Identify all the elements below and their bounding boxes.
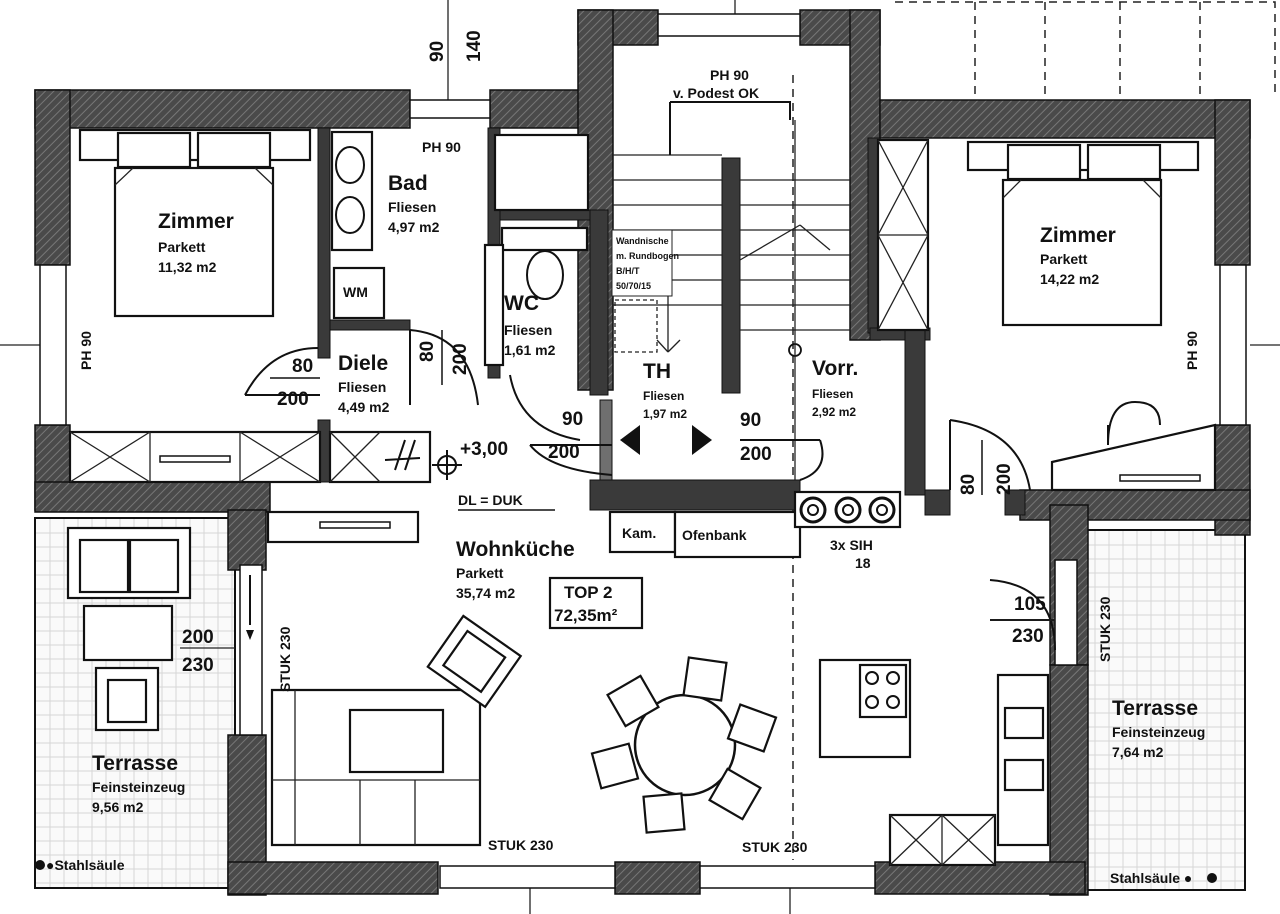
dim-terrace-right-105: 105 bbox=[1014, 594, 1046, 615]
stahlsaeule-right-label: Stahlsäule ● bbox=[1110, 870, 1192, 886]
diele-floor: Fliesen bbox=[338, 379, 386, 395]
terrasse-left-floor: Feinsteinzeug bbox=[92, 779, 185, 795]
vorr-area: 2,92 m2 bbox=[812, 405, 856, 419]
diele-area: 4,49 m2 bbox=[338, 399, 390, 415]
th-floor: Fliesen bbox=[643, 389, 684, 403]
terrace-furniture bbox=[35, 526, 1217, 883]
vorr-floor: Fliesen bbox=[812, 387, 853, 401]
stuk-left-label: STUK 230 bbox=[277, 626, 293, 692]
dim-wc-90: 90 bbox=[562, 409, 583, 430]
elevation-label: +3,00 bbox=[460, 439, 508, 460]
dim-vorr-200: 200 bbox=[994, 463, 1015, 495]
neighbor-dashed-outline bbox=[895, 1, 1276, 98]
dim-wc-200: 200 bbox=[548, 442, 580, 463]
wm-label: WM bbox=[343, 284, 368, 300]
bad-name: Bad bbox=[388, 172, 428, 195]
terrasse-left-name: Terrasse bbox=[92, 752, 178, 775]
dim-bad-80: 80 bbox=[417, 341, 438, 362]
sih-label: 3x SIH bbox=[830, 537, 873, 553]
dim-diele-80: 80 bbox=[292, 356, 313, 377]
ph90-left-label: PH 90 bbox=[78, 331, 94, 370]
wandnische-line-4: 50/70/15 bbox=[616, 281, 651, 291]
top-label: TOP 2 bbox=[564, 583, 613, 602]
top-box bbox=[548, 576, 644, 630]
ph90-right-label: PH 90 bbox=[1184, 331, 1200, 370]
top-area: 72,35m² bbox=[554, 606, 618, 625]
stuk-right-label: STUK 230 bbox=[1097, 596, 1113, 662]
kam-label: Kam. bbox=[622, 525, 656, 541]
living-furniture bbox=[270, 614, 1050, 867]
zimmer-left-name: Zimmer bbox=[158, 210, 234, 233]
terrace-right-tiles bbox=[1079, 529, 1246, 891]
dim-top-90: 90 bbox=[427, 41, 448, 62]
terrasse-right-floor: Feinsteinzeug bbox=[1112, 724, 1205, 740]
zimmer-left-area: 11,32 m2 bbox=[158, 259, 217, 275]
stair-ph-label: PH 90 bbox=[710, 67, 749, 83]
wohnkueche-floor: Parkett bbox=[456, 565, 504, 581]
stuk-bottom-left-label: STUK 230 bbox=[488, 837, 554, 853]
dim-diele-200: 200 bbox=[277, 389, 309, 410]
dim-top-140: 140 bbox=[464, 30, 485, 62]
wc-area: 1,61 m2 bbox=[504, 342, 556, 358]
room-labels: Zimmer Parkett 11,32 m2 Bad Fliesen 4,97… bbox=[92, 172, 1205, 815]
wandnische-line-3: B/H/T bbox=[616, 266, 640, 276]
bathroom-fixtures bbox=[330, 130, 590, 367]
terrasse-right-name: Terrasse bbox=[1112, 697, 1198, 720]
stove-area bbox=[432, 450, 902, 559]
doors bbox=[244, 329, 1056, 651]
ofenbank-label: Ofenbank bbox=[682, 527, 747, 543]
stuk-bottom-right-label: STUK 230 bbox=[742, 839, 808, 855]
wardrobe-right bbox=[876, 138, 930, 332]
wandnische-line-2: m. Rundbogen bbox=[616, 251, 679, 261]
dim-bad-200: 200 bbox=[450, 343, 471, 375]
bed-left bbox=[78, 128, 312, 318]
wandnische-line-1: Wandnische bbox=[616, 236, 669, 246]
dl-duk-label: DL = DUK bbox=[458, 492, 523, 508]
ph90-bad-label: PH 90 bbox=[422, 139, 461, 155]
dimension-labels: 90 140 80 200 80 200 90 200 90 200 80 20… bbox=[182, 30, 1046, 676]
wohnkueche-name: Wohnküche bbox=[456, 538, 575, 561]
dim-vorr-80: 80 bbox=[958, 474, 979, 495]
wohnkueche-area: 35,74 m2 bbox=[456, 585, 515, 601]
terrasse-right-area: 7,64 m2 bbox=[1112, 744, 1164, 760]
wc-name: WC bbox=[504, 292, 539, 315]
dim-terrace-right-230: 230 bbox=[1012, 626, 1044, 647]
staircase bbox=[611, 101, 850, 480]
zimmer-left-floor: Parkett bbox=[158, 239, 206, 255]
annotation-labels: WM PH 90 PH 90 PH 90 PH 90 v. Podest OK … bbox=[46, 67, 1200, 886]
wardrobe-left bbox=[68, 430, 432, 484]
th-area: 1,97 m2 bbox=[643, 407, 687, 421]
desk-right bbox=[1050, 400, 1217, 492]
bad-floor: Fliesen bbox=[388, 199, 436, 215]
vorr-name: Vorr. bbox=[812, 357, 858, 380]
zimmer-right-floor: Parkett bbox=[1040, 251, 1088, 267]
stair-podest-label: v. Podest OK bbox=[673, 85, 759, 101]
diele-name: Diele bbox=[338, 352, 388, 375]
sih-number: 18 bbox=[855, 555, 871, 571]
zimmer-right-area: 14,22 m2 bbox=[1040, 271, 1099, 287]
stahlsaeule-left-label: ●Stahlsäule bbox=[46, 857, 125, 873]
kitchen-upper-shelf bbox=[266, 510, 420, 544]
dim-terrace-left-230: 230 bbox=[182, 655, 214, 676]
bad-area: 4,97 m2 bbox=[388, 219, 440, 235]
wc-floor: Fliesen bbox=[504, 322, 552, 338]
zimmer-right-name: Zimmer bbox=[1040, 224, 1116, 247]
dim-th-200: 200 bbox=[740, 444, 772, 465]
dim-th-90: 90 bbox=[740, 410, 761, 431]
windows bbox=[39, 13, 1247, 889]
bed-right bbox=[966, 140, 1200, 327]
terrasse-left-area: 9,56 m2 bbox=[92, 799, 144, 815]
th-name: TH bbox=[643, 360, 671, 383]
dim-terrace-left-200: 200 bbox=[182, 627, 214, 648]
